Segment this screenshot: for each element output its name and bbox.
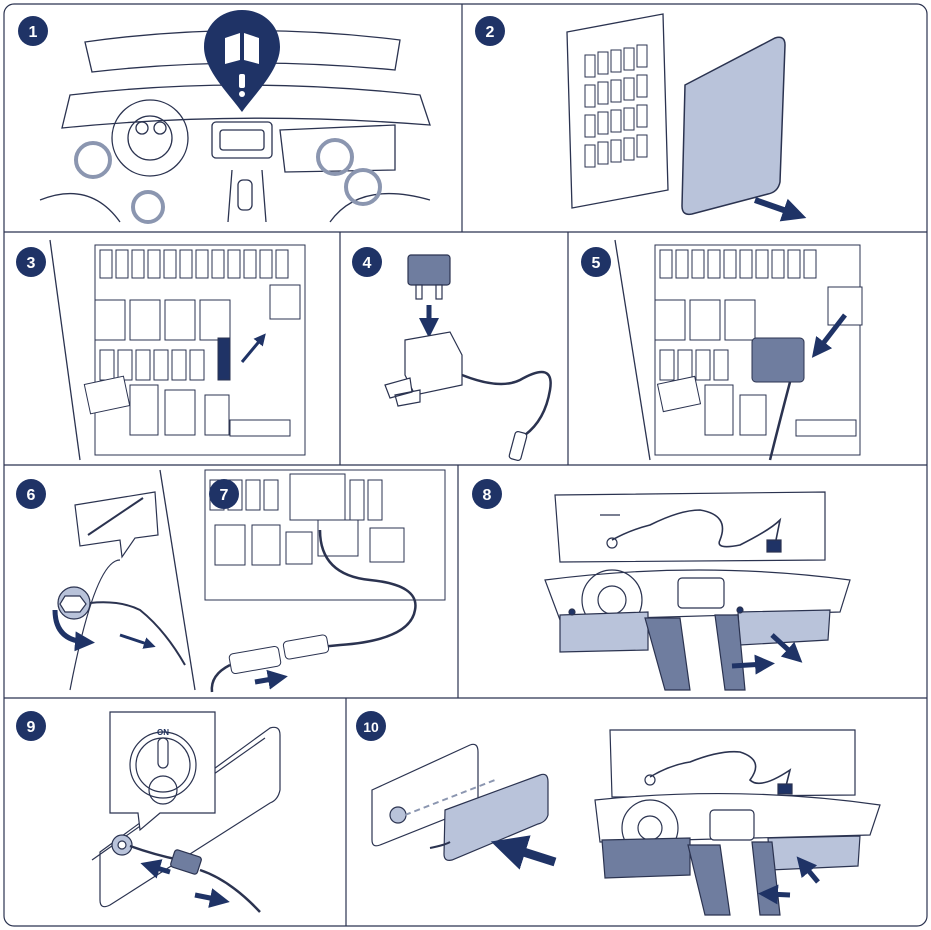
panel-10-final-dash — [595, 730, 880, 915]
panel-7-connect-cables — [205, 470, 445, 692]
step-number-9: 9 — [27, 719, 36, 736]
step-number-2: 2 — [486, 24, 495, 41]
step-number-4: 4 — [363, 255, 372, 272]
panel-5-fuse-tap-inserted — [615, 240, 862, 460]
panel-4-fuse-tap — [385, 255, 551, 461]
step-badge-9: 9 — [16, 711, 46, 741]
panel-3-fuse-location — [50, 240, 305, 460]
step-badge-10: 10 — [356, 711, 386, 741]
step-badge-7: 7 — [209, 479, 239, 509]
step-number-10: 10 — [363, 719, 379, 735]
step-badge-5: 5 — [581, 247, 611, 277]
step-badge-2: 2 — [475, 16, 505, 46]
panel-1-highlight-circles — [76, 140, 380, 222]
panel-8-route-cables — [545, 492, 850, 690]
panel-9-ignition-socket — [92, 712, 280, 912]
step-number-3: 3 — [27, 255, 36, 272]
step-number-1: 1 — [29, 24, 38, 41]
panel-6-ground-bolt — [55, 470, 195, 690]
book-location-pin-icon — [204, 10, 280, 112]
step-badge-8: 8 — [472, 479, 502, 509]
panel-2-fusebox-cover — [567, 14, 795, 214]
step-number-7: 7 — [220, 487, 229, 504]
panel-10-replace-cover — [372, 744, 555, 862]
step-number-6: 6 — [27, 487, 36, 504]
step-badge-1: 1 — [18, 16, 48, 46]
step-number-8: 8 — [483, 487, 492, 504]
step-badge-6: 6 — [16, 479, 46, 509]
step-badge-3: 3 — [16, 247, 46, 277]
ignition-on-label: ON — [157, 728, 169, 737]
step-number-5: 5 — [592, 255, 601, 272]
step-badge-4: 4 — [352, 247, 382, 277]
